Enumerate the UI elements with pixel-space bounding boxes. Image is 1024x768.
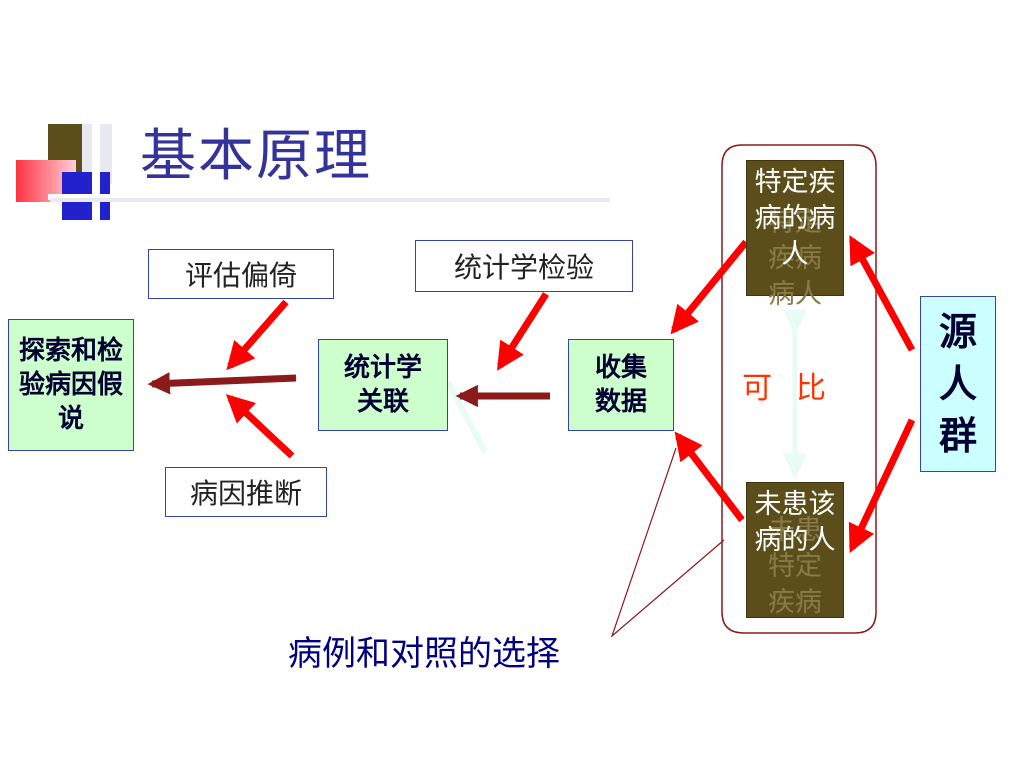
page-title: 基本原理 xyxy=(140,124,372,189)
groups-container xyxy=(721,144,877,634)
source-population-label: 源人群 xyxy=(939,309,978,458)
patients-label: 特定疾病的病人 xyxy=(754,167,836,270)
source-population-box: 源人群 xyxy=(920,296,996,472)
non-patients-box: 未患特定疾病 未患该病的人 xyxy=(746,482,844,618)
non-patients-ghost-text: 未患特定疾病 xyxy=(768,515,822,618)
arrow-inference xyxy=(225,394,295,459)
comparable-label: 可比 xyxy=(742,371,850,406)
title-decoration xyxy=(0,0,140,230)
causal-inference-box: 病因推断 xyxy=(165,467,327,517)
collect-data-box: 收集数据 xyxy=(568,339,674,431)
case-control-selection-label: 病例和对照的选择 xyxy=(288,634,560,674)
arrow-source-to-nonpatients xyxy=(848,418,916,554)
explore-box: 探索和检验病因假说 xyxy=(8,319,134,451)
arrow-bias xyxy=(226,299,289,371)
stat-test-label: 统计学检验 xyxy=(453,251,594,284)
arrow-patients-to-collect xyxy=(670,239,749,335)
arrow-assoc-to-explore xyxy=(147,372,297,395)
stat-assoc-label: 统计学关联 xyxy=(343,353,422,417)
title-rule xyxy=(50,198,610,202)
patients-ghost-text: 特定疾病病人 xyxy=(768,207,822,310)
explore-label: 探索和检验病因假说 xyxy=(18,336,123,434)
patients-box: 特定疾病病人 特定疾病的病人 xyxy=(746,160,844,310)
stat-test-box: 统计学检验 xyxy=(415,240,633,292)
stat-assoc-box: 统计学关联 xyxy=(318,339,448,431)
ghost-arrow-1 xyxy=(445,380,488,454)
arrow-stat-test xyxy=(496,292,549,371)
non-patients-label: 未患该病的人 xyxy=(754,489,836,556)
callout-pointer xyxy=(610,447,725,638)
assess-bias-label: 评估偏倚 xyxy=(184,259,297,292)
collect-data-label: 收集数据 xyxy=(594,353,647,417)
assess-bias-box: 评估偏倚 xyxy=(148,249,334,299)
arrow-source-to-patients xyxy=(848,235,916,352)
arrow-nonpatients-to-collect xyxy=(674,431,745,523)
causal-inference-label: 病因推断 xyxy=(189,477,302,510)
